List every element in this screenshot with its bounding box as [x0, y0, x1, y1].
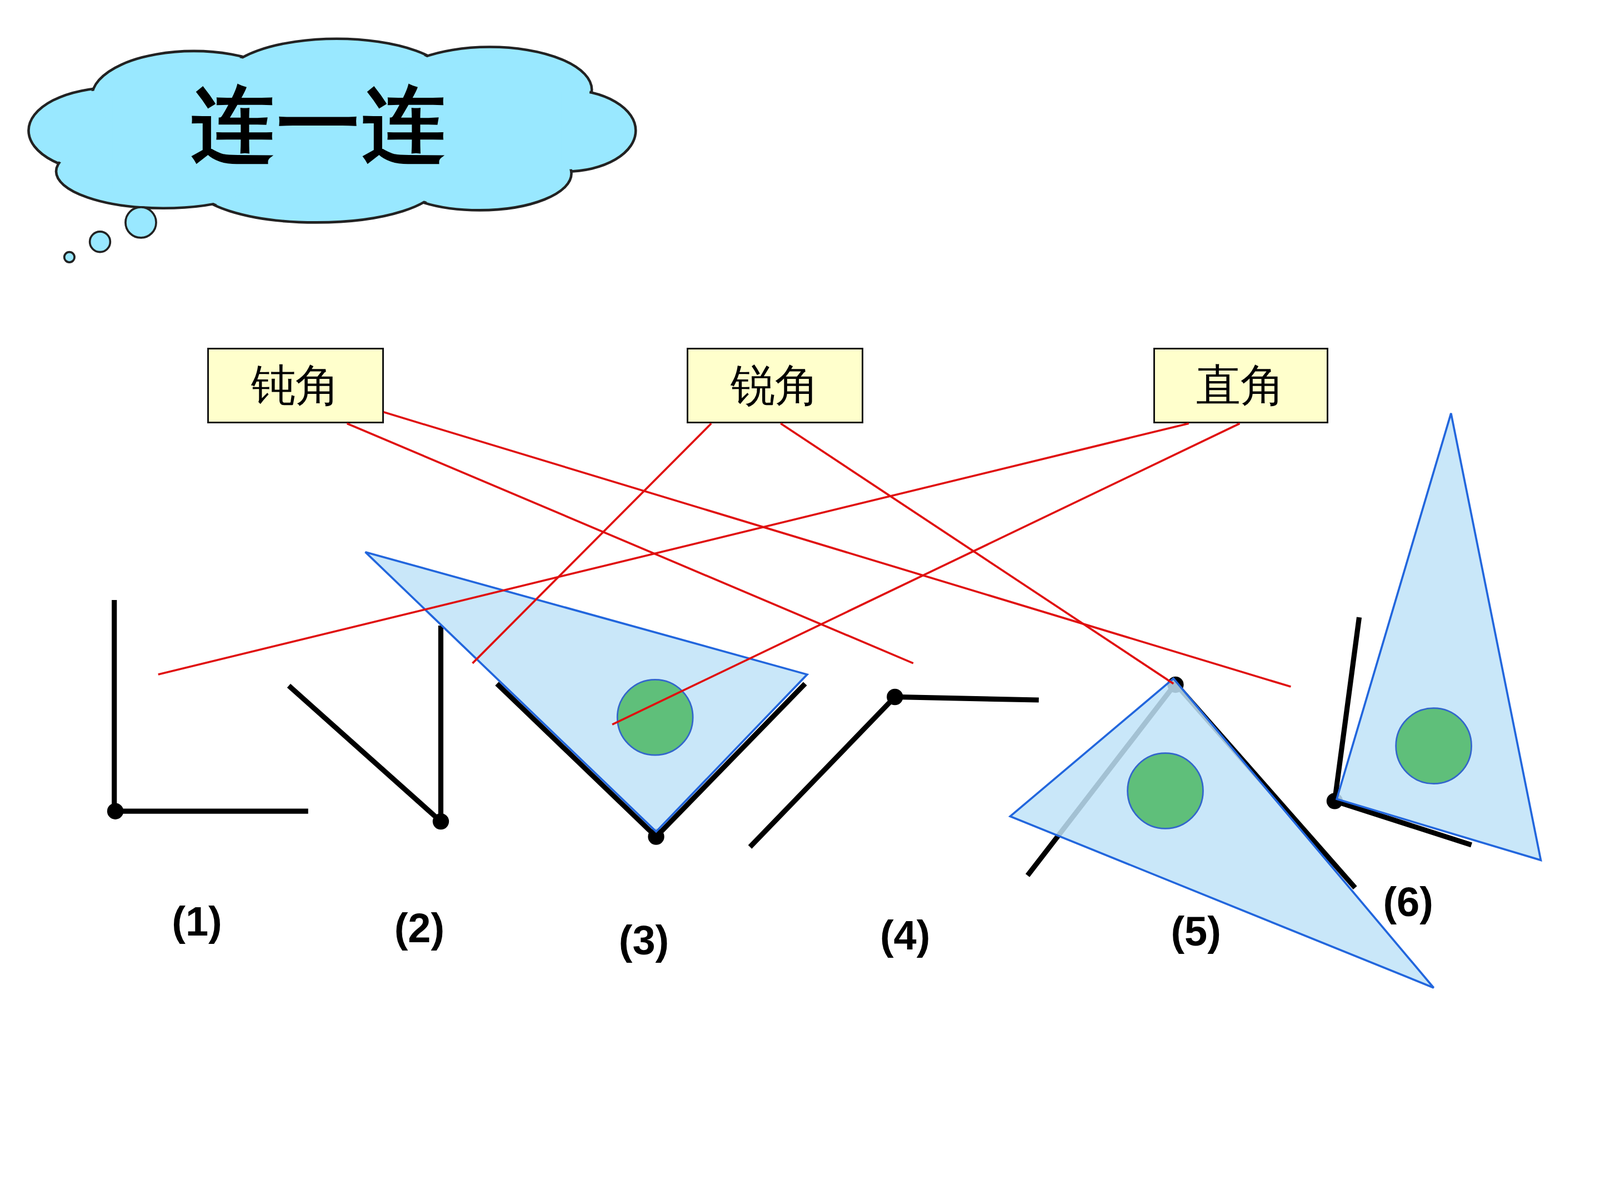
match-line: [472, 423, 712, 664]
angle-figure-area: (4): [745, 663, 1042, 965]
match-line: [347, 423, 914, 664]
thought-cloud: [28, 38, 636, 263]
angle-type: 锐角: [730, 363, 820, 408]
figure-number: (5): [1170, 911, 1221, 953]
set-square-hole: [1127, 753, 1204, 829]
angle-figure-area: (2): [306, 663, 490, 960]
figure-number: (6): [1382, 881, 1433, 923]
figure-number: (1): [171, 901, 222, 943]
match-line: [158, 423, 1189, 675]
match-line: [780, 423, 1174, 684]
figure-number: (2): [394, 907, 445, 949]
angle-figure-area: (1): [112, 674, 307, 954]
angle-figure: [114, 600, 309, 812]
set-square-hole: [1396, 708, 1472, 784]
vertex-dot: [432, 813, 449, 830]
set-square: [365, 552, 808, 832]
match-line: [383, 412, 1292, 687]
answer-box: 锐角: [686, 347, 864, 424]
cloud-bubble: [125, 207, 157, 238]
angle-figure-area: (6): [1290, 686, 1551, 934]
angle-type: 钝角: [251, 363, 340, 408]
angle-figure: [750, 696, 1039, 847]
answer-box: 钝角: [207, 347, 384, 424]
angle-figure: [288, 625, 442, 822]
vertex-dot: [107, 803, 124, 820]
set-square: [1336, 413, 1541, 860]
answer-box: 直角: [1153, 347, 1329, 424]
angle-figure-area: (3): [490, 724, 817, 970]
title: 连一连: [191, 82, 448, 167]
angle-figure-area: (5): [1020, 683, 1358, 965]
cloud-bubble: [64, 252, 75, 263]
match-line: [612, 423, 1240, 725]
angle-type: 直角: [1196, 363, 1285, 408]
set-square-hole: [617, 679, 693, 755]
vertex-dot: [886, 688, 903, 705]
cloud-bubble: [90, 231, 111, 253]
figure-number: (3): [618, 920, 669, 962]
figure-number: (4): [880, 915, 930, 957]
